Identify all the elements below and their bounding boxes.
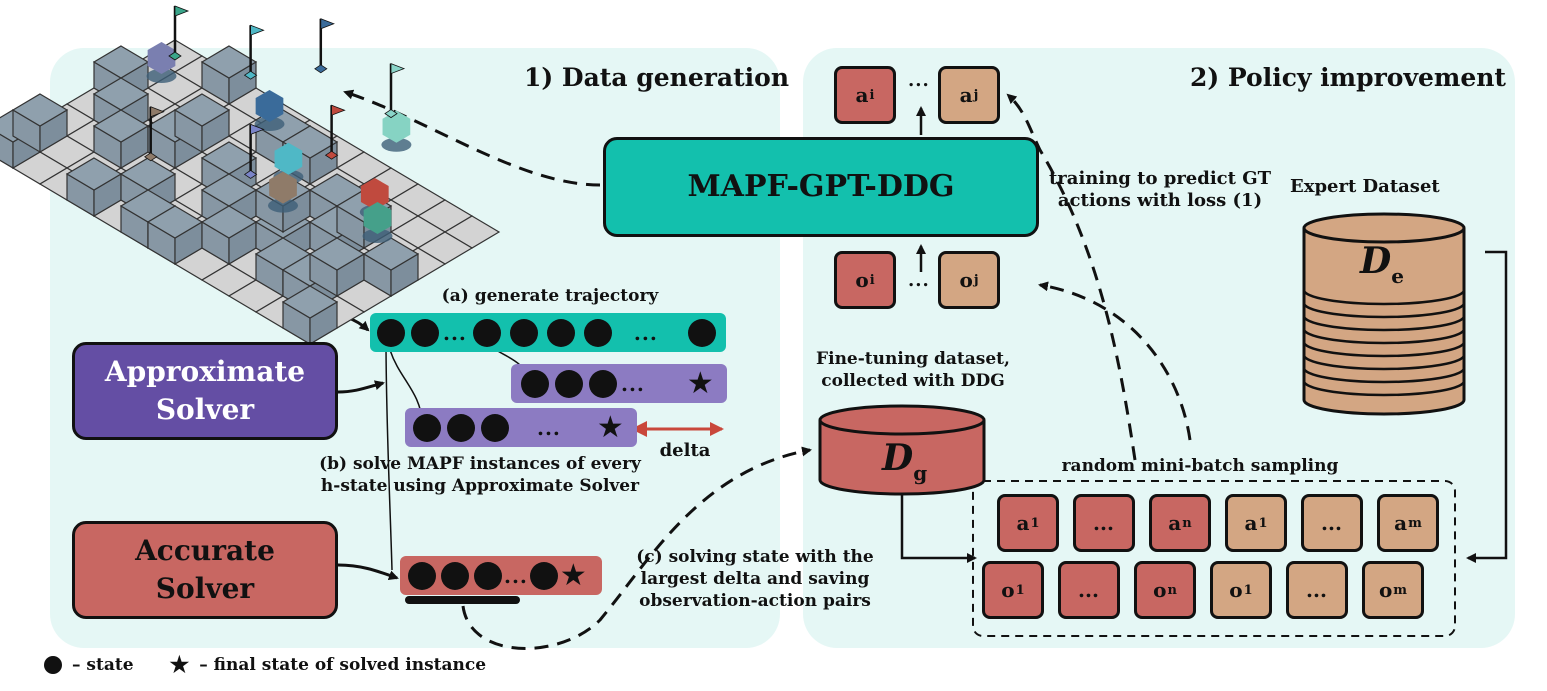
- mapf-gpt-ddg-model: MAPF-GPT-DDG: [603, 137, 1039, 237]
- state-dot: [413, 413, 441, 442]
- step-b-label: (b) solve MAPF instances of every h-stat…: [319, 454, 641, 496]
- finetune-dataset-title: Fine-tuning dataset, collected with DDG: [816, 349, 1010, 391]
- minibatch-action-5: ...: [1301, 494, 1363, 552]
- step-c-label: (c) solving state with the largest delta…: [636, 547, 874, 611]
- approx-solution-2: ... ★: [405, 408, 637, 447]
- state-dot: [521, 369, 549, 398]
- state-dot: [687, 318, 716, 347]
- model-label: MAPF-GPT-DDG: [687, 169, 955, 204]
- state-dot: [583, 318, 612, 347]
- accurate-solver-arrow: [337, 563, 399, 580]
- selected-segment-bar: [405, 596, 520, 604]
- accurate-to-finetune-arrow: [461, 446, 812, 650]
- state-dot: [589, 369, 617, 398]
- step-a-label: (a) generate trajectory: [441, 286, 659, 306]
- state-dot: [411, 318, 439, 347]
- state-dot: [529, 561, 558, 590]
- batch-to-observations-arrow: [1038, 281, 1192, 441]
- ellipsis: ...: [537, 415, 561, 440]
- minibatch-observation-5: ...: [1286, 561, 1348, 619]
- accurate-solution: ... ★: [400, 556, 602, 595]
- state-dot: [472, 318, 501, 347]
- policy-improvement-title: 2) Policy improvement: [1190, 63, 1506, 92]
- state-dot: [408, 561, 436, 590]
- state-dot: [377, 318, 405, 347]
- state-dot: [481, 413, 509, 442]
- final-state-star: ★: [686, 365, 714, 401]
- generated-trajectory: ... ...: [370, 313, 726, 352]
- expert-dataset-symbol: De: [1360, 240, 1404, 288]
- legend-state-icon: [44, 656, 62, 674]
- final-state-star: ★: [559, 557, 587, 593]
- expert-dataset-title: Expert Dataset: [1290, 176, 1440, 197]
- finetune-to-batch-arrow: [900, 480, 977, 563]
- legend-final-label: – final state of solved instance: [199, 655, 487, 675]
- ellipsis: ...: [633, 320, 658, 345]
- legend-state-label: – state: [72, 655, 134, 675]
- minibatch-frame: [972, 480, 1456, 637]
- final-state-star: ★: [596, 409, 624, 445]
- minibatch-title: random mini-batch sampling: [1061, 456, 1339, 476]
- state-dot: [474, 561, 502, 590]
- actions-ellipsis: ...: [908, 70, 930, 91]
- delta-label: delta: [659, 440, 711, 461]
- ellipsis: ...: [443, 320, 467, 345]
- approx-solution-1: ... ★: [511, 364, 727, 403]
- training-label: training to predict GT actions with loss…: [1048, 168, 1271, 211]
- state-dot: [441, 561, 469, 590]
- legend: – state ★ – final state of solved instan…: [44, 652, 486, 678]
- state-link-1: [385, 339, 393, 571]
- state-dot: [546, 318, 575, 347]
- model-to-env-arrow: [343, 89, 601, 187]
- ellipsis: ...: [621, 371, 645, 396]
- expert-to-batch-arrow: [1466, 250, 1508, 563]
- legend-star-icon: ★: [169, 652, 190, 678]
- approximate-solver-arrow: [337, 380, 385, 394]
- observations-ellipsis: ...: [908, 270, 930, 291]
- finetune-dataset-symbol: Dg: [882, 437, 928, 485]
- data-generation-title: 1) Data generation: [524, 63, 789, 92]
- minibatch-observation-2: ...: [1058, 561, 1120, 619]
- state-dot: [509, 318, 538, 347]
- ellipsis: ...: [504, 563, 528, 588]
- state-dot: [555, 369, 583, 398]
- batch-to-actions-arrow: [1006, 93, 1137, 461]
- minibatch-action-2: ...: [1073, 494, 1135, 552]
- state-dot: [447, 413, 475, 442]
